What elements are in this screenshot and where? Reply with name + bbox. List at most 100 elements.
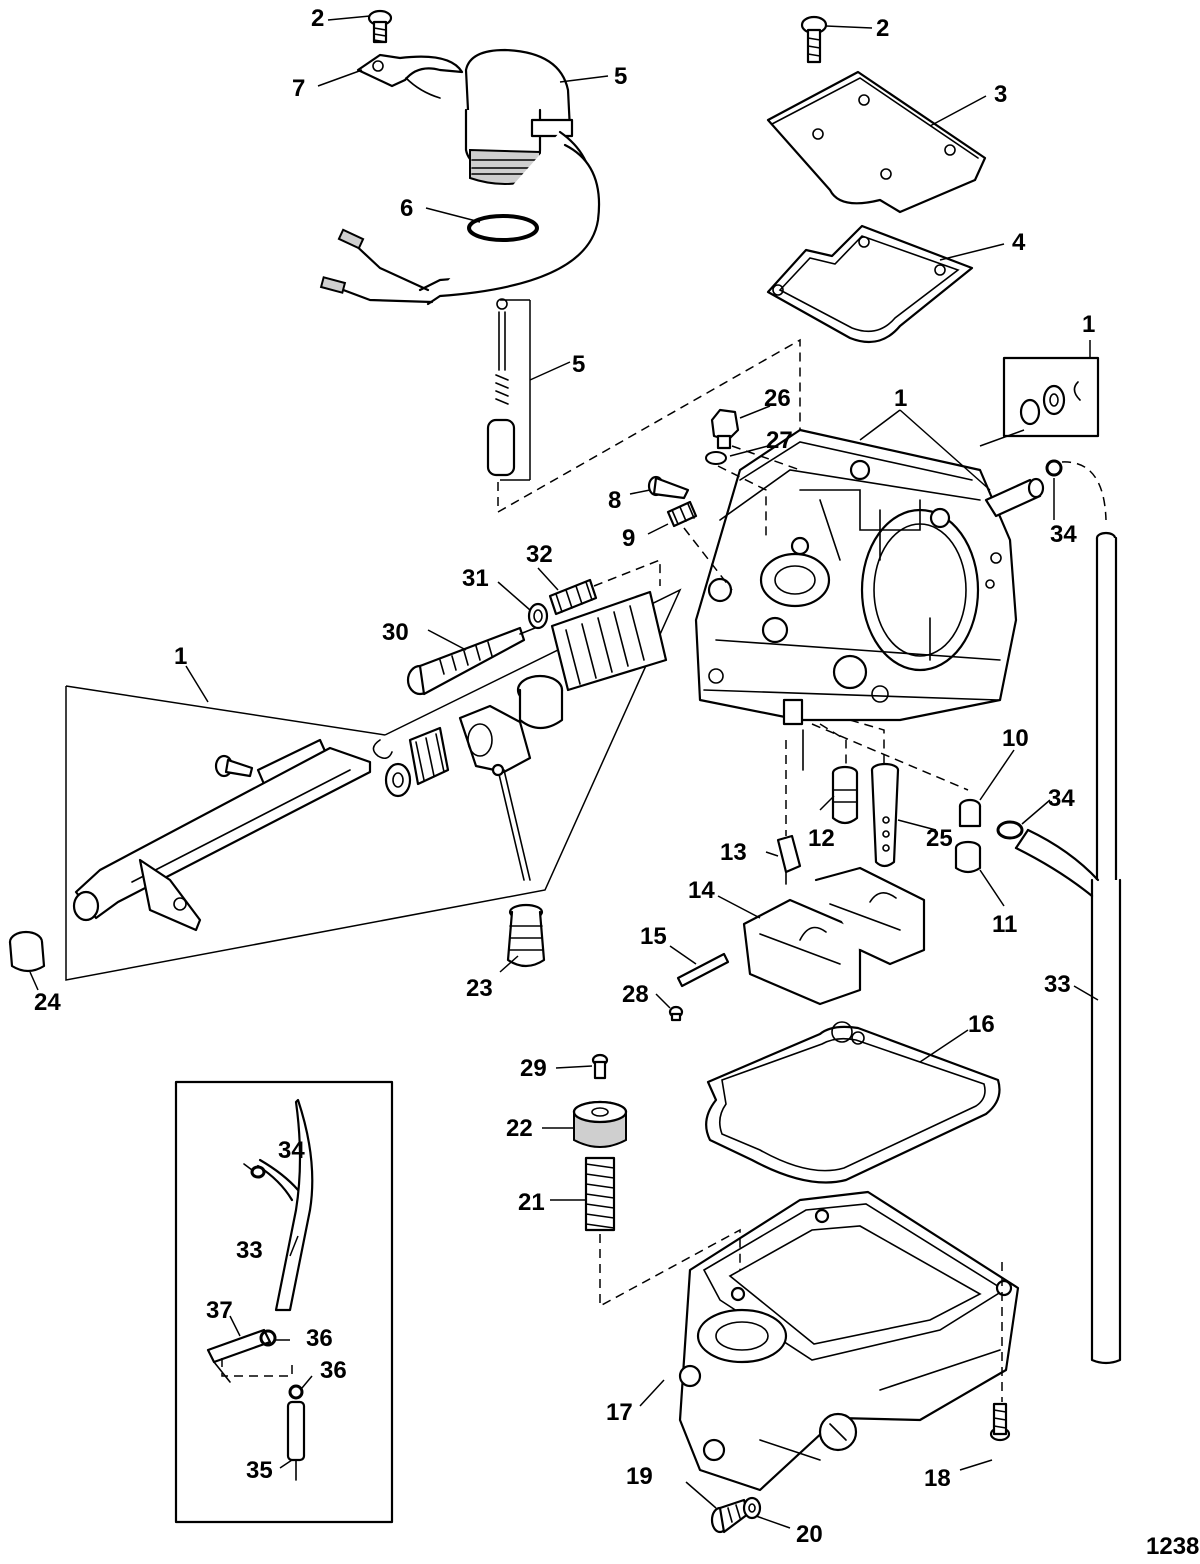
assembly-line-12 [819,723,847,766]
jet-26 [710,408,740,450]
screw-2-left [367,9,393,44]
spring-21 [584,1156,616,1232]
plate-screw [214,754,254,778]
plunger-5 [486,298,531,481]
o-ring-6 [467,214,539,242]
callout-2-right: 2 [876,15,889,42]
inset-box [174,1080,394,1524]
callout-18: 18 [924,1465,951,1492]
kit-1-right-box [1002,356,1100,438]
callout-34-inset: 34 [278,1137,305,1164]
callout-33-right: 33 [1044,971,1071,998]
solenoid-bracket-7 [356,53,464,99]
callout-labels: 2 7 5 6 5 2 3 4 1 1 26 27 8 9 32 31 30 1… [34,5,1199,1560]
callout-34-mid: 34 [1048,785,1075,812]
float-bowl-17 [678,1190,1020,1492]
callout-22: 22 [506,1115,533,1142]
callout-26: 26 [764,385,791,412]
callout-9: 9 [622,525,635,552]
assembly-line-25 [849,719,885,764]
jet-10 [958,798,982,828]
solenoid-5 [418,48,601,306]
callout-17: 17 [606,1399,633,1426]
o-ring-27 [705,451,727,465]
screw-29 [591,1053,609,1080]
callout-10: 10 [1002,725,1029,752]
callout-14: 14 [688,877,715,904]
callout-3: 3 [994,81,1007,108]
assembly-line-10 [811,723,969,791]
grommet-23 [506,903,546,968]
callout-29: 29 [520,1055,547,1082]
throttle-lever [458,704,532,881]
callout-6: 6 [400,195,413,222]
bushing [516,674,564,730]
screw-18 [989,1402,1011,1442]
screw-28 [668,1005,684,1022]
needle-valve-13 [776,834,802,885]
gasket-16 [705,1021,1001,1184]
gasket-4 [766,224,974,344]
callout-32: 32 [526,541,553,568]
callout-12: 12 [808,825,835,852]
jet-12 [831,765,859,825]
screw-19 [710,1498,750,1534]
screw-2-right [800,15,828,64]
pin-15 [676,952,730,988]
callout-34-top: 34 [1050,521,1077,548]
carburetor-body [694,428,1018,771]
assembly-line-21 [599,1228,741,1308]
assembly-line-32 [593,558,661,587]
callout-23: 23 [466,975,493,1002]
callout-5-top: 5 [614,63,627,90]
plug-11 [954,840,982,874]
assembly-line-solenoid [497,338,801,514]
spring-32 [548,578,598,616]
callout-35: 35 [246,1457,273,1484]
throttle-shaft [72,746,372,932]
callout-8: 8 [608,487,621,514]
washer-20 [742,1496,762,1520]
callout-1-right: 1 [1082,311,1095,338]
callout-13: 13 [720,839,747,866]
callout-4: 4 [1012,229,1026,256]
washer [384,762,412,798]
emulsion-tube-25 [870,762,900,868]
figure-number: 1238 [1146,1533,1199,1560]
leader-lines [29,15,1099,1529]
callout-25: 25 [926,825,953,852]
spring-9 [666,500,698,528]
clamp-34-mid [996,820,1024,840]
callout-1-kit: 1 [174,643,187,670]
callout-33-inset: 33 [236,1237,263,1264]
cover-3 [766,70,987,214]
e-clip [372,739,393,760]
tube-33 [1014,531,1122,1365]
callout-7: 7 [292,75,305,102]
callout-36-lower: 36 [320,1357,347,1384]
assembly-line-27 [717,465,767,540]
callout-31: 31 [462,565,489,592]
callout-30: 30 [382,619,409,646]
bushing-24 [8,930,46,973]
main-spring [550,590,668,692]
callout-28: 28 [622,981,649,1008]
callout-20: 20 [796,1521,823,1548]
assembly-line-9 [683,527,733,591]
callout-16: 16 [968,1011,995,1038]
callout-1-body: 1 [894,385,907,412]
callout-5-plunger: 5 [572,351,585,378]
assembly-line-26 [731,445,801,471]
clamp-34-top [1045,459,1063,477]
callout-24: 24 [34,989,61,1016]
washer-31 [527,602,549,630]
screw-8 [647,475,690,500]
callout-19: 19 [626,1463,653,1490]
return-spring [408,726,450,786]
hose-route [1061,461,1107,521]
callout-15: 15 [640,923,667,950]
solenoid-wires [319,228,434,304]
callout-2-left: 2 [311,5,324,32]
callout-36-upper: 36 [306,1325,333,1352]
